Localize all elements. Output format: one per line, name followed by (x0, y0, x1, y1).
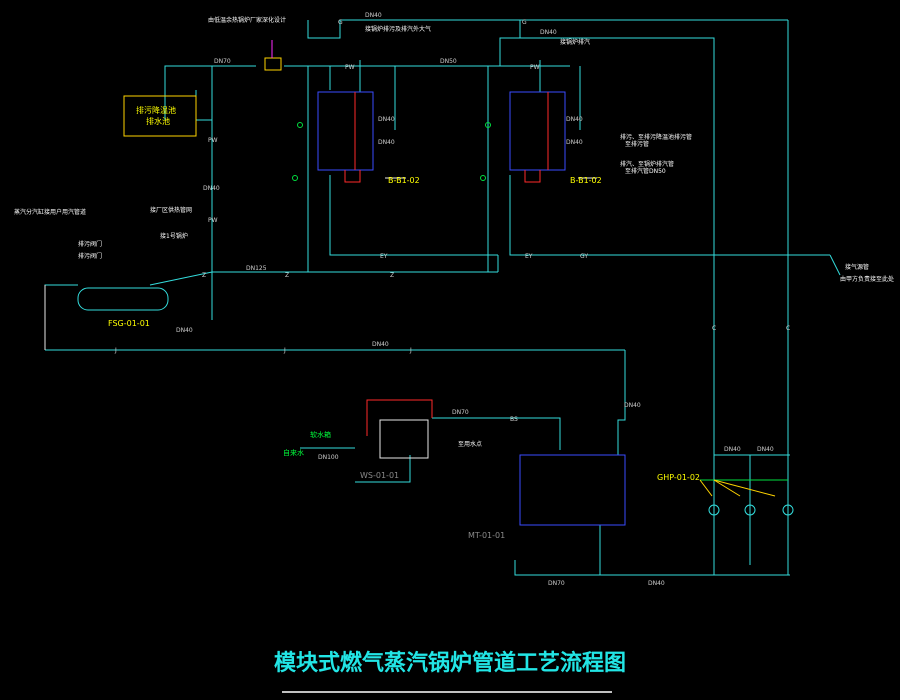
svg-text:DN40: DN40 (566, 116, 583, 123)
svg-text:G: G (522, 19, 527, 26)
tag-softener: WS-01-01 (360, 471, 399, 480)
svg-text:DN40: DN40 (540, 29, 557, 36)
note-dist-1: 蒸汽分汽缸接用户用汽管道 (14, 208, 86, 216)
boiler-1 (317, 91, 374, 171)
note-right-2: 由甲方负责接至此处 (840, 275, 894, 283)
svg-text:DN100: DN100 (318, 454, 339, 461)
svg-text:EY: EY (380, 253, 388, 260)
svg-text:DN40: DN40 (566, 139, 583, 146)
tag-water-tank: MT-01-01 (468, 531, 505, 540)
note-tank-sub: 排水池 (146, 116, 170, 126)
note-dist-4: 排污阀门 (78, 240, 102, 248)
note-valve-2: 至排污管 (625, 140, 649, 148)
svg-text:DN40: DN40 (378, 139, 395, 146)
equipment (77, 91, 794, 526)
svg-text:DN70: DN70 (452, 409, 469, 416)
svg-text:EY: EY (525, 253, 533, 260)
page-title: 模块式燃气蒸汽锅炉管道工艺流程图 (274, 650, 626, 676)
tag-boiler-2: B-B1-02 (570, 176, 602, 185)
svg-text:DN40: DN40 (378, 116, 395, 123)
svg-text:Z: Z (202, 272, 206, 279)
note-soft-2: 至用水点 (458, 440, 482, 448)
boiler-2 (509, 91, 566, 171)
svg-text:DN40: DN40 (624, 402, 641, 409)
svg-text:DN40: DN40 (203, 185, 220, 192)
svg-text:C: C (786, 325, 790, 332)
svg-text:BS: BS (510, 416, 518, 423)
svg-text:C: C (712, 325, 716, 332)
svg-text:Z: Z (390, 272, 394, 279)
svg-text:DN125: DN125 (246, 265, 267, 272)
svg-text:PW: PW (208, 137, 218, 144)
water-softener (379, 419, 429, 459)
svg-text:DN40: DN40 (648, 580, 665, 587)
tag-pump-group: GHP-01-02 (657, 473, 700, 482)
svg-text:DN40: DN40 (176, 327, 193, 334)
svg-text:G: G (338, 19, 343, 26)
svg-text:PW: PW (345, 64, 355, 71)
svg-text:DN70: DN70 (214, 58, 231, 65)
note-dist-3: 接1号锅炉 (160, 232, 188, 240)
pump-1 (708, 504, 720, 516)
vendor-unit-box (123, 95, 197, 137)
svg-text:J: J (283, 347, 286, 354)
svg-text:J: J (114, 347, 117, 354)
note-valve-3: 排汽、至锅炉排汽管 (620, 160, 674, 168)
note-dist-2: 接厂区供热管网 (150, 206, 192, 214)
pump-2 (744, 504, 756, 516)
note-right-1: 接气源管 (845, 263, 869, 271)
note-labels: 由低温余热锅炉厂家深化设计 接锅炉排污及排汽外大气 接锅炉排汽 排污降温池 排水… (14, 16, 894, 457)
svg-text:DN40: DN40 (365, 12, 382, 19)
svg-text:DN50: DN50 (440, 58, 457, 65)
svg-text:DN40: DN40 (372, 341, 389, 348)
note-exhaust-1: 接锅炉排污及排汽外大气 (365, 25, 431, 33)
tag-boiler-1: B-B1-02 (388, 176, 420, 185)
steam-pipe-network (44, 19, 841, 576)
steam-distributor (77, 287, 169, 311)
svg-text:GY: GY (580, 253, 588, 260)
svg-text:PW: PW (208, 217, 218, 224)
svg-text:DN40: DN40 (757, 446, 774, 453)
note-valve-4: 至排汽管DN50 (625, 167, 666, 175)
svg-text:DN70: DN70 (548, 580, 565, 587)
line-codes: G G PW PW PW PW Z Z Z EY EY GY BS J J J … (114, 19, 790, 423)
note-soft-tank: 软水箱 (310, 430, 331, 439)
svg-text:J: J (409, 347, 412, 354)
svg-text:Z: Z (285, 272, 289, 279)
svg-text:DN40: DN40 (724, 446, 741, 453)
pipe-size-labels: DN40 DN40 DN70 DN50 DN40 DN125 DN40 DN40… (176, 12, 774, 587)
note-exhaust-2: 接锅炉排汽 (560, 38, 590, 46)
tag-labels: B-B1-02 B-B1-02 FSG-01-01 WS-01-01 MT-01… (108, 176, 700, 540)
water-tank (519, 454, 626, 526)
note-dist-5: 排污阀门 (78, 252, 102, 260)
note-city-water: 自来水 (283, 448, 304, 457)
note-valve-1: 排污、至排污降温池排污管 (620, 133, 692, 141)
valves (44, 40, 788, 497)
note-vendor: 由低温余热锅炉厂家深化设计 (208, 16, 286, 24)
tag-distributor: FSG-01-01 (108, 319, 150, 328)
pump-3 (782, 504, 794, 516)
svg-text:PW: PW (530, 64, 540, 71)
note-waste-box: 排污降温池 (136, 105, 176, 115)
